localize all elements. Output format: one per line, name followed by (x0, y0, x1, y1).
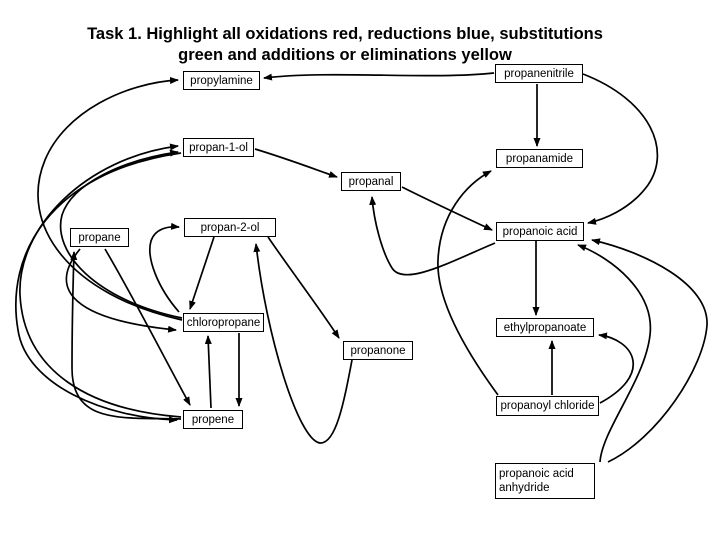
edge-propene-to-chloropropane (204, 335, 212, 409)
edge-propene-to-propane (70, 251, 182, 420)
node-ethylpropanoate[interactable]: ethylpropanoate (496, 318, 594, 337)
edge-propanoic-acid-anhydride-to-propanoic-acid (577, 244, 652, 463)
edge-propan-2-ol-to-chloropropane (189, 236, 215, 310)
edge-propan-2-ol-to-propanone (267, 236, 340, 339)
node-propanoic-acid[interactable]: propanoic acid (496, 222, 584, 241)
node-propanenitrile[interactable]: propanenitrile (495, 64, 583, 83)
edge-chloropropane-to-propylamine (37, 76, 183, 321)
edge-propanenitrile-to-propylamine (263, 72, 495, 81)
edge-propene-to-propan-1-ol (19, 143, 182, 418)
edge-chloropropane-to-propan-2-ol (149, 222, 180, 313)
edge-propanoic-acid-anhydride-to-propanoic-acid (591, 238, 708, 463)
node-propan-1-ol[interactable]: propan-1-ol (183, 138, 254, 157)
task-title: Task 1. Highlight all oxidations red, re… (0, 24, 690, 66)
node-propanamide[interactable]: propanamide (496, 149, 583, 168)
node-propan-2-ol[interactable]: propan-2-ol (184, 218, 276, 237)
edge-propan-1-ol-to-propanal (254, 148, 338, 178)
edge-propanone-to-propan-2-ol (253, 243, 353, 444)
edge-propanal-to-propanoic-acid (401, 186, 493, 231)
edge-propan-1-ol-to-propene (15, 152, 182, 424)
edge-chloropropane-to-propan-1-ol (59, 149, 183, 319)
node-propene[interactable]: propene (183, 410, 243, 429)
edge-propanoyl-chloride-to-ethylpropanoate (598, 332, 634, 404)
node-propanal[interactable]: propanal (341, 172, 401, 191)
node-propanone[interactable]: propanone (343, 341, 413, 360)
node-propane[interactable]: propane (70, 228, 129, 247)
task-title-line2: green and additions or eliminations yell… (178, 46, 512, 64)
edge-propanenitrile-to-propanoic-acid (582, 73, 659, 225)
node-propanoyl-chloride[interactable]: propanoyl chloride (496, 396, 599, 416)
edge-propane-to-chloropropane (65, 248, 177, 333)
node-propanoic-acid-anhydride[interactable]: propanoic acid anhydride (495, 463, 595, 499)
node-chloropropane[interactable]: chloropropane (183, 313, 264, 332)
node-propylamine[interactable]: propylamine (183, 71, 260, 90)
edge-propane-to-propene (104, 248, 191, 406)
edge-propanoic-acid-to-propanal (369, 196, 496, 276)
edge-propanoyl-chloride-to-propanamide (437, 170, 499, 396)
task-title-line1: Task 1. Highlight all oxidations red, re… (87, 25, 603, 43)
